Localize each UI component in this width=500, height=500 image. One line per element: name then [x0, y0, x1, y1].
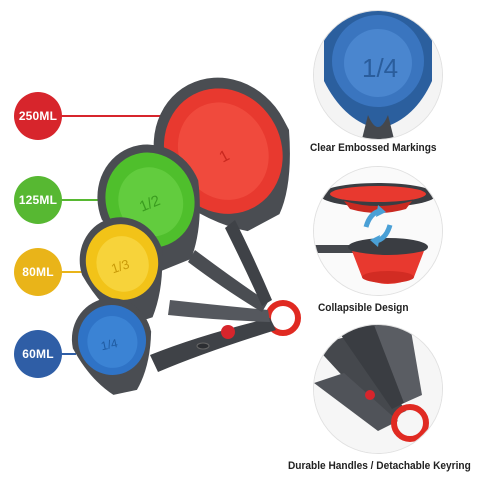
detail-mark-text: 1/4	[362, 53, 398, 83]
caption-durable-handles: Durable Handles / Detachable Keyring	[288, 460, 471, 472]
size-line-250ml	[60, 115, 170, 117]
size-badge-60ml: 60ML	[14, 330, 62, 378]
size-badge-80ml: 80ML	[14, 248, 62, 296]
size-line-125ml	[60, 199, 110, 201]
caption-embossed-markings: Clear Embossed Markings	[310, 142, 437, 154]
handles-bundle	[150, 220, 276, 372]
caption-collapsible-design: Collapsible Design	[318, 302, 409, 314]
tiny-blue-cup	[71, 298, 152, 395]
size-line-80ml	[60, 271, 90, 273]
size-badge-250ml: 250ML	[14, 92, 62, 140]
small-yellow-cup	[79, 217, 163, 326]
size-line-60ml	[60, 353, 76, 355]
detail-embossed-markings: 1/4	[313, 10, 443, 140]
medium-cup-mark: 1/2	[137, 192, 163, 216]
tiny-cup-mark: 1/4	[100, 336, 120, 353]
size-badge-125ml: 125ML	[14, 176, 62, 224]
small-cup-mark: 1/3	[109, 256, 131, 276]
detail-durable-handles	[313, 324, 443, 454]
detail-collapsible-design	[313, 166, 443, 296]
